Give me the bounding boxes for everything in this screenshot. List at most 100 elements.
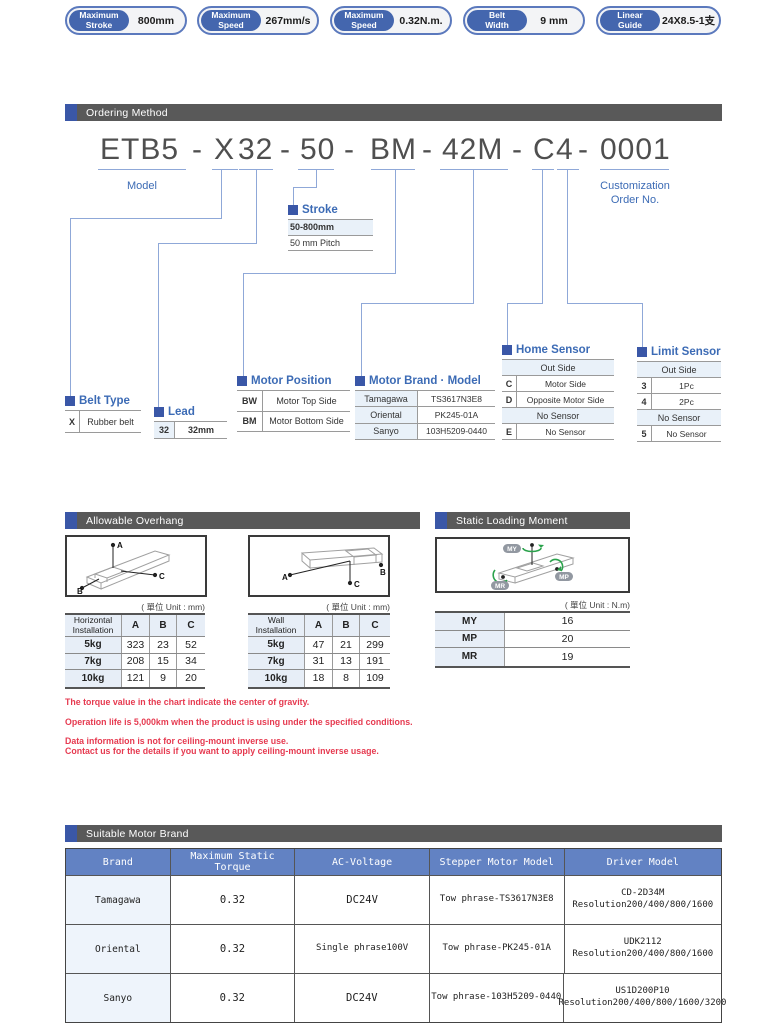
cell: 15: [150, 653, 177, 669]
section-title: Suitable Motor Brand: [86, 827, 189, 840]
badge-label-line2: Speed: [351, 19, 377, 30]
row-label: 10kg: [248, 670, 305, 687]
section-bar-accent-square: [65, 104, 77, 121]
badge-label-line1: Belt: [488, 9, 506, 20]
brand-model: 103H5209-0440: [426, 426, 487, 437]
part-segment-stroke: 50: [300, 133, 336, 166]
connector-line: [395, 170, 396, 273]
col-header: C: [177, 615, 205, 636]
section-bar-static-loading-moment: Static Loading Moment: [435, 512, 630, 529]
unit-label-mm: ( 單位 Unit : mm): [141, 602, 205, 612]
badge-label-line2: Speed: [218, 19, 244, 30]
part-underline: [212, 169, 238, 170]
part-separator: -: [578, 133, 589, 166]
lead-title: Lead: [154, 406, 227, 418]
model-label: Model: [127, 180, 157, 192]
unit-label-nm: ( 單位 Unit : N.m): [564, 600, 630, 610]
note-ceiling-1: Data information is not for ceiling-moun…: [65, 736, 289, 746]
connector-line: [256, 170, 257, 243]
driver-cell: UDK2112 Resolution200/400/800/1600: [565, 925, 722, 973]
col-header-stepper: Stepper Motor Model: [430, 849, 565, 875]
connector-line: [642, 303, 643, 348]
connector-line: [316, 170, 317, 187]
section-bar-suitable-motor-brand: Suitable Motor Brand: [65, 825, 722, 842]
badge-value: 24X8.5-1支: [661, 15, 716, 27]
col-header: B: [150, 615, 177, 636]
sensor-group-header: No Sensor: [637, 410, 721, 426]
moment-mr-label: MR: [495, 583, 505, 590]
cell: 18: [305, 670, 333, 687]
part-underline: [239, 169, 273, 170]
cell: 23: [150, 637, 177, 653]
driver-model: US1D200P10: [615, 986, 670, 997]
spec-badge-max-speed: Maximum Speed 267mm/s: [197, 6, 319, 35]
part-underline: [600, 169, 669, 170]
part-separator: -: [280, 133, 291, 166]
rail-isometric-drawing: A C B: [77, 541, 171, 596]
connector-line: [158, 243, 159, 408]
title-square-icon: [502, 345, 512, 355]
stroke-pitch: 50 mm Pitch: [290, 237, 341, 248]
belt-type-table: Belt Type X Rubber belt: [65, 395, 141, 433]
connector-line: [361, 303, 474, 304]
sensor-value: 1Pc: [679, 380, 694, 391]
title-text: Motor Brand · Model: [369, 375, 481, 387]
note-ceiling-2: Contact us for the details if you want t…: [65, 746, 379, 756]
cell: 52: [185, 638, 197, 651]
title-text: Belt Type: [79, 395, 130, 407]
lead-table: Lead 32 32mm: [154, 406, 227, 439]
badge-label: Maximum Speed: [334, 10, 394, 31]
customization-label-line1: Customization: [600, 180, 670, 192]
section-bar-accent-square: [65, 825, 77, 842]
brand-name: Tamagawa: [355, 391, 418, 407]
title-square-icon: [65, 396, 75, 406]
brand-cell: Sanyo: [66, 974, 171, 1022]
cell: 20: [185, 672, 197, 685]
lead-value: 32mm: [187, 425, 214, 435]
section-bar-accent-square: [65, 512, 77, 529]
motor-position-table: Motor Position BW Motor Top Side BM Moto…: [237, 375, 350, 432]
section-bar-allowable-overhang: Allowable Overhang: [65, 512, 420, 529]
table-corner-line2: Installation: [72, 624, 114, 635]
stepper-cell: Tow phrase-PK245-01A: [430, 925, 565, 973]
title-text: Home Sensor: [516, 344, 591, 356]
part-segment-motor-model: 42M: [442, 133, 504, 166]
voltage-cell: Single phrase100V: [295, 925, 430, 973]
col-header-driver: Driver Model: [606, 856, 679, 868]
badge-label-line1: Maximum: [344, 9, 384, 20]
driver-model: UDK2112: [623, 937, 662, 948]
brand-cell: Tamagawa: [66, 876, 171, 924]
connector-line: [473, 170, 474, 303]
driver-resolution: Resolution200/400/800/1600: [572, 900, 714, 910]
cell: 191: [366, 655, 384, 668]
overhang-axis-b: B: [380, 568, 386, 577]
sensor-value: 2Pc: [679, 396, 694, 407]
moment-value: 19: [561, 650, 574, 663]
section-bar-ordering-method: Ordering Method: [65, 104, 722, 121]
driver-cell: US1D200P10 Resolution200/400/800/1600/32…: [559, 974, 727, 1022]
motor-position-title: Motor Position: [237, 375, 350, 387]
cell: 13: [333, 653, 360, 669]
cell: 8: [333, 670, 360, 687]
motor-position-key: BM: [237, 411, 263, 431]
moment-mp-label: MP: [559, 574, 569, 581]
driver-model: CD-2D34M: [621, 888, 665, 899]
col-header-brand: Brand: [66, 849, 171, 875]
col-header: B: [333, 615, 360, 636]
motor-position-value: Motor Top Side: [276, 395, 337, 406]
col-header-voltage: AC-Voltage: [295, 849, 430, 875]
belt-type-title: Belt Type: [65, 395, 141, 407]
stepper-cell: Tow phrase-103H5209-0440: [430, 974, 564, 1022]
section-bar-accent-square: [435, 512, 447, 529]
title-square-icon: [288, 205, 298, 215]
part-separator: -: [192, 133, 203, 166]
sensor-key: C: [502, 376, 517, 391]
static-moment-diagram: MY MP MR: [435, 537, 630, 593]
badge-label: Linear Guide: [600, 10, 660, 31]
badge-label-line2: Stroke: [85, 19, 113, 30]
connector-line: [243, 273, 244, 376]
row-label: 7kg: [65, 653, 122, 669]
limit-sensor-table: Limit Sensor Out Side 3 1Pc 4 2Pc No Sen…: [637, 346, 721, 442]
horizontal-installation-diagram: A C B: [65, 535, 207, 597]
motor-brand-table: Motor Brand · Model Tamagawa TS3617N3E8 …: [355, 375, 495, 441]
